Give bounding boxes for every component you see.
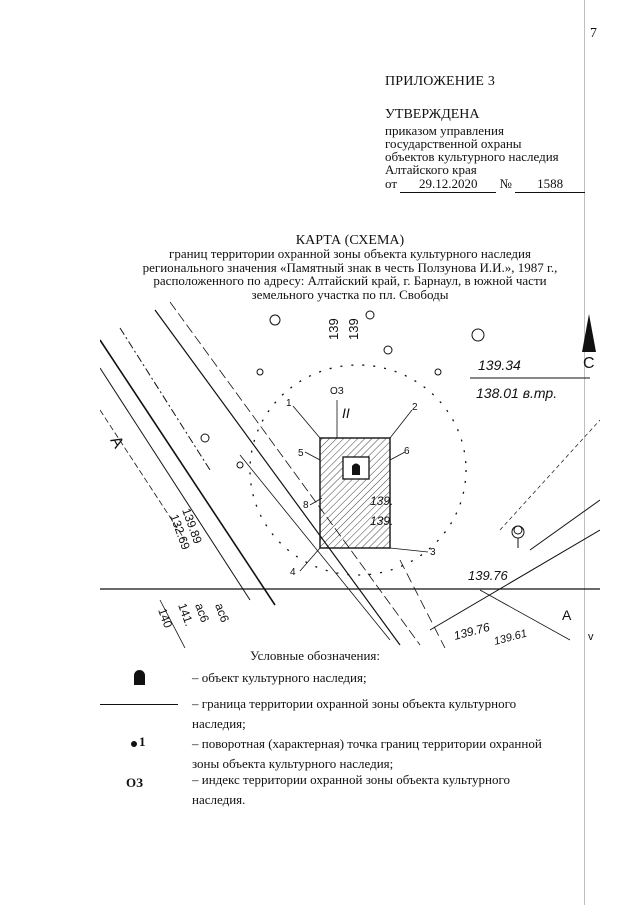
legend-text-line: – поворотная (характерная) точка границ …	[192, 736, 542, 751]
order-number-label: №	[499, 176, 512, 191]
order-from-label: от	[385, 176, 398, 191]
point-label-1: 1	[286, 398, 292, 409]
legend-symbol-boundary	[100, 694, 180, 714]
approved-by-line: государственной охраны	[385, 136, 522, 151]
street-label-left: А	[107, 434, 127, 452]
order-line: от 29.12.2020 № 1588	[385, 176, 586, 193]
legend-text-index: – индекс территории охранной зоны объект…	[192, 770, 612, 810]
point-label-2: 2	[412, 402, 418, 413]
elevation-bottom-left-d: 140	[155, 606, 175, 630]
point-label-6: 6	[404, 446, 410, 457]
order-number: 1588	[515, 176, 586, 193]
elevation-bottom-center: 139.76	[452, 620, 491, 643]
monument-marker	[352, 463, 360, 475]
legend-text-point: – поворотная (характерная) точка границ …	[192, 734, 612, 774]
turning-point-label: 1	[139, 734, 146, 749]
building-index-label: II	[342, 405, 350, 421]
legend-symbol-index: ОЗ	[100, 775, 180, 795]
object-marker-icon	[134, 670, 145, 685]
legend-text-line: – граница территории охранной зоны объек…	[192, 696, 517, 711]
elevation-inner-b: 139.	[370, 514, 393, 528]
road-lines	[100, 301, 600, 648]
appendix-heading: ПРИЛОЖЕНИЕ 3	[385, 74, 496, 89]
approved-heading: УТВЕРЖДЕНА	[385, 107, 480, 122]
approved-by-line: Алтайского края	[385, 162, 477, 177]
tree-icon	[511, 525, 525, 548]
edge-label: v	[588, 631, 594, 643]
elevation-bottom-right: 139.76	[468, 568, 509, 583]
elevation-right-upper: 139.34	[478, 357, 521, 373]
legend-text-boundary: – граница территории охранной зоны объек…	[192, 694, 612, 734]
map-title: КАРТА (СХЕМА)	[295, 233, 405, 248]
legend-text-line: наследия.	[192, 792, 246, 807]
elevation-top-b: 139	[346, 318, 361, 340]
page-edge-line	[584, 0, 585, 905]
legend-text-object: – объект культурного наследия;	[192, 670, 367, 685]
legend-symbol-object	[100, 668, 180, 688]
legend-title: Условные обозначения:	[249, 648, 381, 663]
subtitle-line: расположенного по адресу: Алтайский край…	[153, 273, 547, 288]
elevation-inner-a: 139.	[370, 494, 393, 508]
street-label-right: А	[562, 607, 572, 623]
protection-zone-map: ОЗ 1 2 3 4 5 6 8 II 139 139 139.34 138.0…	[100, 301, 600, 648]
elevation-bottom-left-b: ас6	[192, 601, 212, 624]
north-arrow: С	[582, 314, 596, 372]
point-label-8: 8	[303, 500, 309, 511]
approved-by: приказом управления государственной охра…	[385, 124, 559, 176]
approved-by-line: объектов культурного наследия	[385, 149, 559, 164]
subtitle-line: границ территории охранной зоны объекта …	[168, 246, 531, 261]
point-label-5: 5	[298, 448, 304, 459]
zone-index-label: ОЗ	[330, 386, 344, 397]
legend-text-line: зоны объекта культурного наследия;	[192, 756, 394, 771]
point-label-4: 4	[290, 567, 296, 578]
zone-index-symbol: ОЗ	[126, 775, 143, 790]
subtitle-line: земельного участка по пл. Свободы	[251, 286, 449, 302]
legend-text-line: – индекс территории охранной зоны объект…	[192, 772, 510, 787]
north-label: С	[583, 355, 595, 372]
order-date: 29.12.2020	[400, 176, 497, 193]
point-label-3: 3	[430, 547, 436, 558]
turning-point-icon	[131, 741, 137, 747]
map-subtitle: границ территории охранной зоны объекта …	[100, 247, 600, 301]
leader-lines	[292, 400, 429, 572]
protection-zone-area	[319, 437, 391, 549]
page-number: 7	[590, 26, 597, 41]
elevation-bottom-center-b: 139.61	[493, 628, 529, 648]
elevation-right-lower: 138.01 в.тр.	[476, 385, 557, 401]
circular-path	[249, 364, 467, 576]
boundary-line-icon	[100, 704, 178, 705]
elevation-top-a: 139	[326, 318, 341, 340]
elevation-bottom-left-a: ас6	[212, 601, 232, 624]
approved-by-line: приказом управления	[385, 123, 504, 138]
ring-markers	[200, 310, 523, 535]
subtitle-line: регионального значения «Памятный знак в …	[142, 259, 558, 275]
legend-symbol-point: 1	[100, 734, 180, 754]
legend-text-line: наследия;	[192, 716, 246, 731]
